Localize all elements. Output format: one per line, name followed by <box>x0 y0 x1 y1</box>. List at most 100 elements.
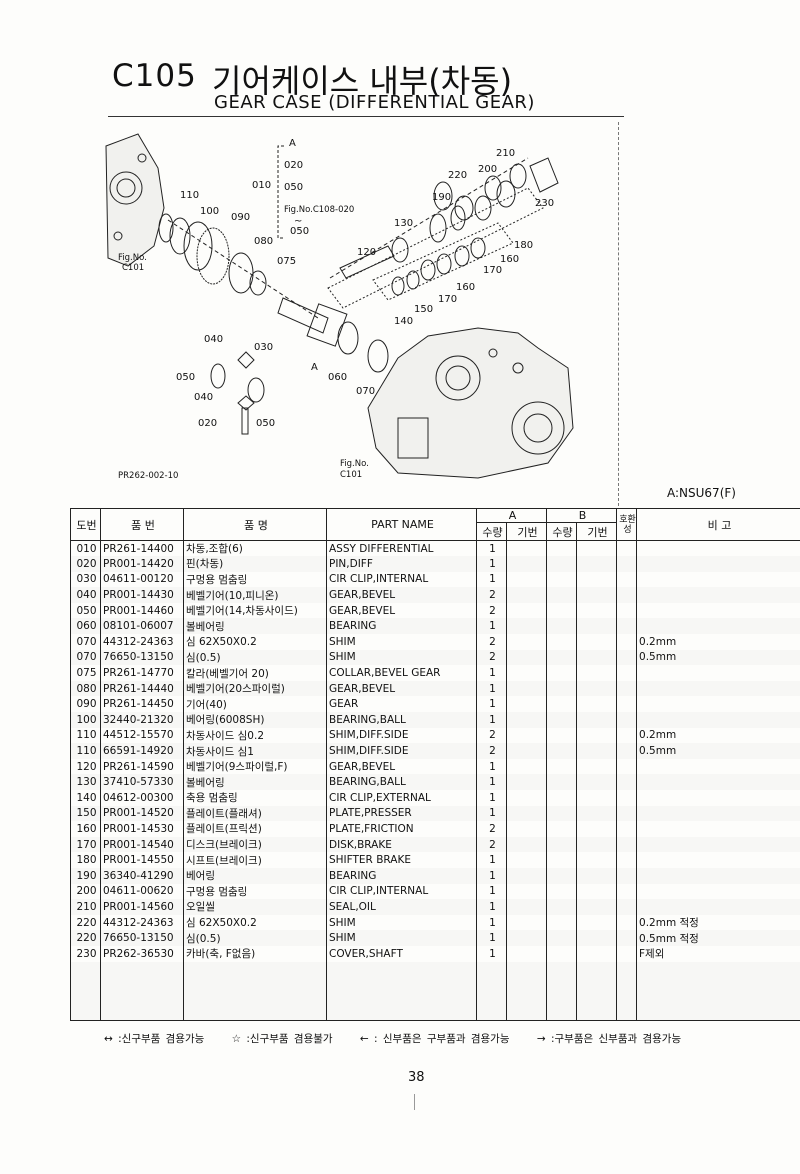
row-qty-a: 1 <box>476 883 507 900</box>
row-part-code: PR261-14450 <box>100 696 184 713</box>
row-part-name-ko: 칼라(베벨기어 20) <box>183 665 327 681</box>
row-qty-b <box>546 945 577 962</box>
header-part-name-en: PART NAME <box>326 508 477 541</box>
header-part-code: 품 번 <box>100 508 184 541</box>
row-qty-b <box>546 758 577 775</box>
row-part-name-ko: 베벨기어(14,차동사이드) <box>183 602 327 619</box>
row-qty-a: 1 <box>476 790 507 806</box>
legend-item: ☆ :신구부품 겸용불가 <box>231 1033 333 1045</box>
row-part-code: PR001-14530 <box>100 821 184 837</box>
row-base-b <box>575 805 618 822</box>
row-part-name-en: SEAL,OIL <box>326 899 477 915</box>
empty-cell <box>575 961 618 1021</box>
row-base-b <box>575 790 618 806</box>
row-qty-a: 2 <box>476 743 507 759</box>
row-base-b <box>575 556 618 572</box>
row-qty-b <box>546 914 577 931</box>
row-no: 220 <box>70 914 101 931</box>
row-no: 110 <box>70 727 101 744</box>
row-remark: 0.5mm <box>636 743 800 759</box>
row-part-name-ko: 시프트(브레이크) <box>183 852 327 868</box>
header-base-b: 기번 <box>575 522 618 541</box>
row-interchange <box>616 727 638 744</box>
legend-item: ↔ :신구부품 겸용가능 <box>104 1033 205 1045</box>
row-interchange <box>616 649 638 666</box>
row-qty-a: 1 <box>476 696 507 713</box>
empty-cell <box>183 961 327 1021</box>
page-number: 38 <box>408 1070 425 1085</box>
empty-cell <box>616 961 638 1021</box>
row-part-code: 44312-24363 <box>100 914 184 931</box>
row-base-b <box>575 758 618 775</box>
row-no: 040 <box>70 587 101 603</box>
row-qty-a: 1 <box>476 618 507 635</box>
row-base-a <box>506 649 547 666</box>
row-part-code: 04612-00300 <box>100 790 184 806</box>
header-group-a: A <box>476 508 547 523</box>
row-part-name-en: BEARING <box>326 618 477 635</box>
row-base-b <box>575 727 618 744</box>
row-base-b <box>575 743 618 759</box>
row-qty-b <box>546 712 577 728</box>
row-base-a <box>506 899 547 915</box>
row-part-code: PR001-14520 <box>100 805 184 822</box>
callout-180: 180 <box>514 240 533 251</box>
callout-070: 070 <box>356 386 375 397</box>
row-interchange <box>616 680 638 697</box>
page-tick-mark <box>414 1094 415 1110</box>
row-remark: F제외 <box>636 945 800 962</box>
row-base-a <box>506 602 547 619</box>
row-base-a <box>506 712 547 728</box>
row-part-name-en: GEAR,BEVEL <box>326 680 477 697</box>
row-base-a <box>506 930 547 946</box>
row-base-b <box>575 571 618 588</box>
row-interchange <box>616 618 638 635</box>
row-qty-a: 2 <box>476 727 507 744</box>
row-qty-a: 1 <box>476 914 507 931</box>
row-part-name-en: SHIM,DIFF.SIDE <box>326 743 477 759</box>
row-remark: 0.5mm <box>636 649 800 666</box>
row-qty-b <box>546 883 577 900</box>
title-divider <box>108 116 624 117</box>
header-remark: 비 고 <box>636 508 800 541</box>
callout-140: 140 <box>394 316 413 327</box>
row-base-a <box>506 634 547 650</box>
callout-a: A <box>311 362 318 373</box>
row-qty-b <box>546 618 577 635</box>
row-base-b <box>575 852 618 868</box>
row-qty-a: 1 <box>476 556 507 572</box>
row-base-a <box>506 696 547 713</box>
row-remark <box>636 556 800 572</box>
row-base-b <box>575 602 618 619</box>
row-base-b <box>575 712 618 728</box>
row-part-name-ko: 심 62X50X0.2 <box>183 634 327 650</box>
row-part-name-ko: 구멍용 멈춤링 <box>183 571 327 588</box>
row-part-code: PR261-14400 <box>100 540 184 557</box>
row-no: 210 <box>70 899 101 915</box>
row-part-code: PR262-36530 <box>100 945 184 962</box>
legend-item: → :구부품은 신부품과 겸용가능 <box>536 1033 682 1045</box>
row-part-name-ko: 심(0.5) <box>183 649 327 666</box>
row-no: 150 <box>70 805 101 822</box>
row-no: 140 <box>70 790 101 806</box>
row-remark <box>636 587 800 603</box>
row-base-a <box>506 852 547 868</box>
row-qty-a: 1 <box>476 712 507 728</box>
empty-cell <box>546 961 577 1021</box>
row-qty-b <box>546 665 577 681</box>
row-part-name-en: BEARING,BALL <box>326 712 477 728</box>
row-part-name-ko: 핀(차동) <box>183 556 327 572</box>
row-interchange <box>616 571 638 588</box>
row-base-a <box>506 867 547 884</box>
row-part-code: 44312-24363 <box>100 634 184 650</box>
row-base-a <box>506 758 547 775</box>
